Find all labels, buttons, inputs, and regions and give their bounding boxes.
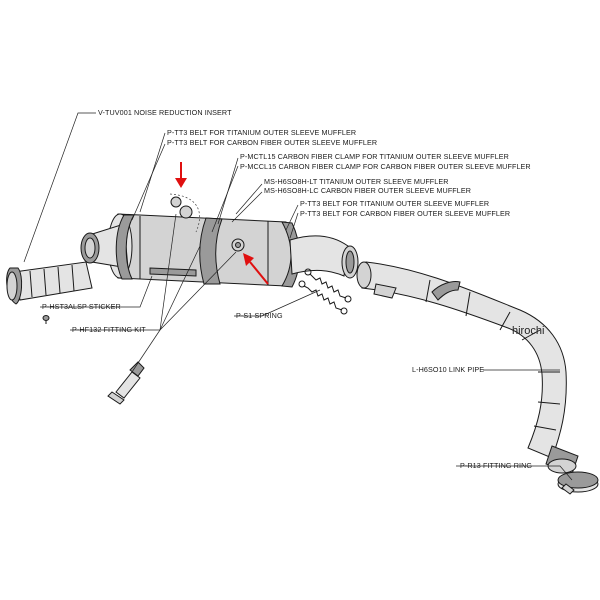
watermark: hirochi xyxy=(512,325,544,337)
spring-part xyxy=(298,268,352,315)
sticker-part xyxy=(149,267,197,277)
label-clamp-ti: P-MCTL15 CARBON FIBER CLAMP FOR TITANIUM… xyxy=(240,152,509,161)
carbon-fiber-clamp-part xyxy=(169,193,223,285)
label-sticker: P-HST3ALSP STICKER xyxy=(42,302,121,311)
label-link-pipe: L-H6SO10 LINK PIPE xyxy=(412,365,484,374)
link-pipe-part xyxy=(356,261,567,459)
label-belt-ti-1: P-TT3 BELT FOR TITANIUM OUTER SLEEVE MUF… xyxy=(167,128,356,137)
fitting-kit-tube-part xyxy=(107,361,145,405)
label-muffler-cf: MS-H6SO8H-LC CARBON FIBER OUTER SLEEVE M… xyxy=(264,186,471,195)
muffler-inlet-pipe-part xyxy=(289,235,359,279)
label-belt-cf-1: P-TT3 BELT FOR CARBON FIBER OUTER SLEEVE… xyxy=(167,138,377,147)
red-arrow-top xyxy=(175,162,187,188)
label-spring: P-S1 SPRING xyxy=(236,311,283,320)
label-muffler-ti: MS-H6SO8H-LT TITANIUM OUTER SLEEVE MUFFL… xyxy=(264,177,449,186)
label-fitting-ring: P-R13 FITTING RING xyxy=(460,461,532,470)
clamp-bolt-part xyxy=(231,238,245,252)
leader-lines xyxy=(23,112,573,481)
label-belt-cf-2: P-TT3 BELT FOR CARBON FIBER OUTER SLEEVE… xyxy=(300,209,510,218)
fitting-ring-part xyxy=(557,471,599,495)
small-screw-part xyxy=(42,315,50,324)
red-arrow-right xyxy=(243,253,269,285)
noise-reduction-insert-part xyxy=(6,261,93,305)
label-fitting-kit: P-HF132 FITTING KIT xyxy=(72,325,146,334)
label-clamp-cf: P-MCCL15 CARBON FIBER CLAMP FOR CARBON F… xyxy=(240,162,531,171)
link-pipe-end-clamp-part xyxy=(545,445,579,475)
front-belt-part xyxy=(115,214,135,280)
label-belt-ti-2: P-TT3 BELT FOR TITANIUM OUTER SLEEVE MUF… xyxy=(300,199,489,208)
label-noise-insert: V-TUV001 NOISE REDUCTION INSERT xyxy=(98,108,232,117)
